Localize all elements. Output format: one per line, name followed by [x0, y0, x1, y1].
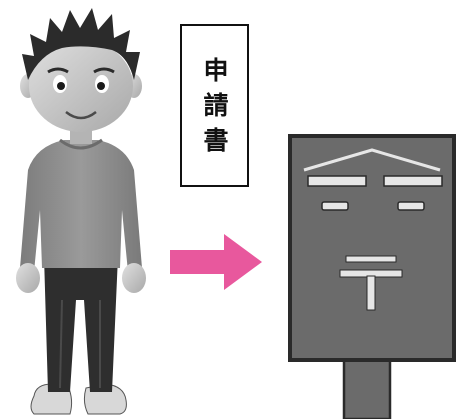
left-hand: [16, 263, 40, 293]
postal-mark-icon: [339, 255, 403, 311]
right-hand: [122, 263, 146, 293]
document-title: 申請書: [200, 57, 229, 162]
postbox-body: [288, 134, 456, 362]
person-icon: [16, 8, 146, 415]
mail-slot-right: [383, 175, 443, 187]
postbox-icon: [288, 134, 456, 419]
postbox-post: [342, 356, 392, 419]
shirt: [20, 140, 142, 272]
arrow-right-icon: [170, 234, 262, 290]
hair: [22, 8, 140, 80]
pants: [44, 256, 118, 392]
application-document: 申請書: [180, 24, 249, 187]
mail-slot-left: [307, 175, 367, 187]
face: [29, 40, 133, 132]
